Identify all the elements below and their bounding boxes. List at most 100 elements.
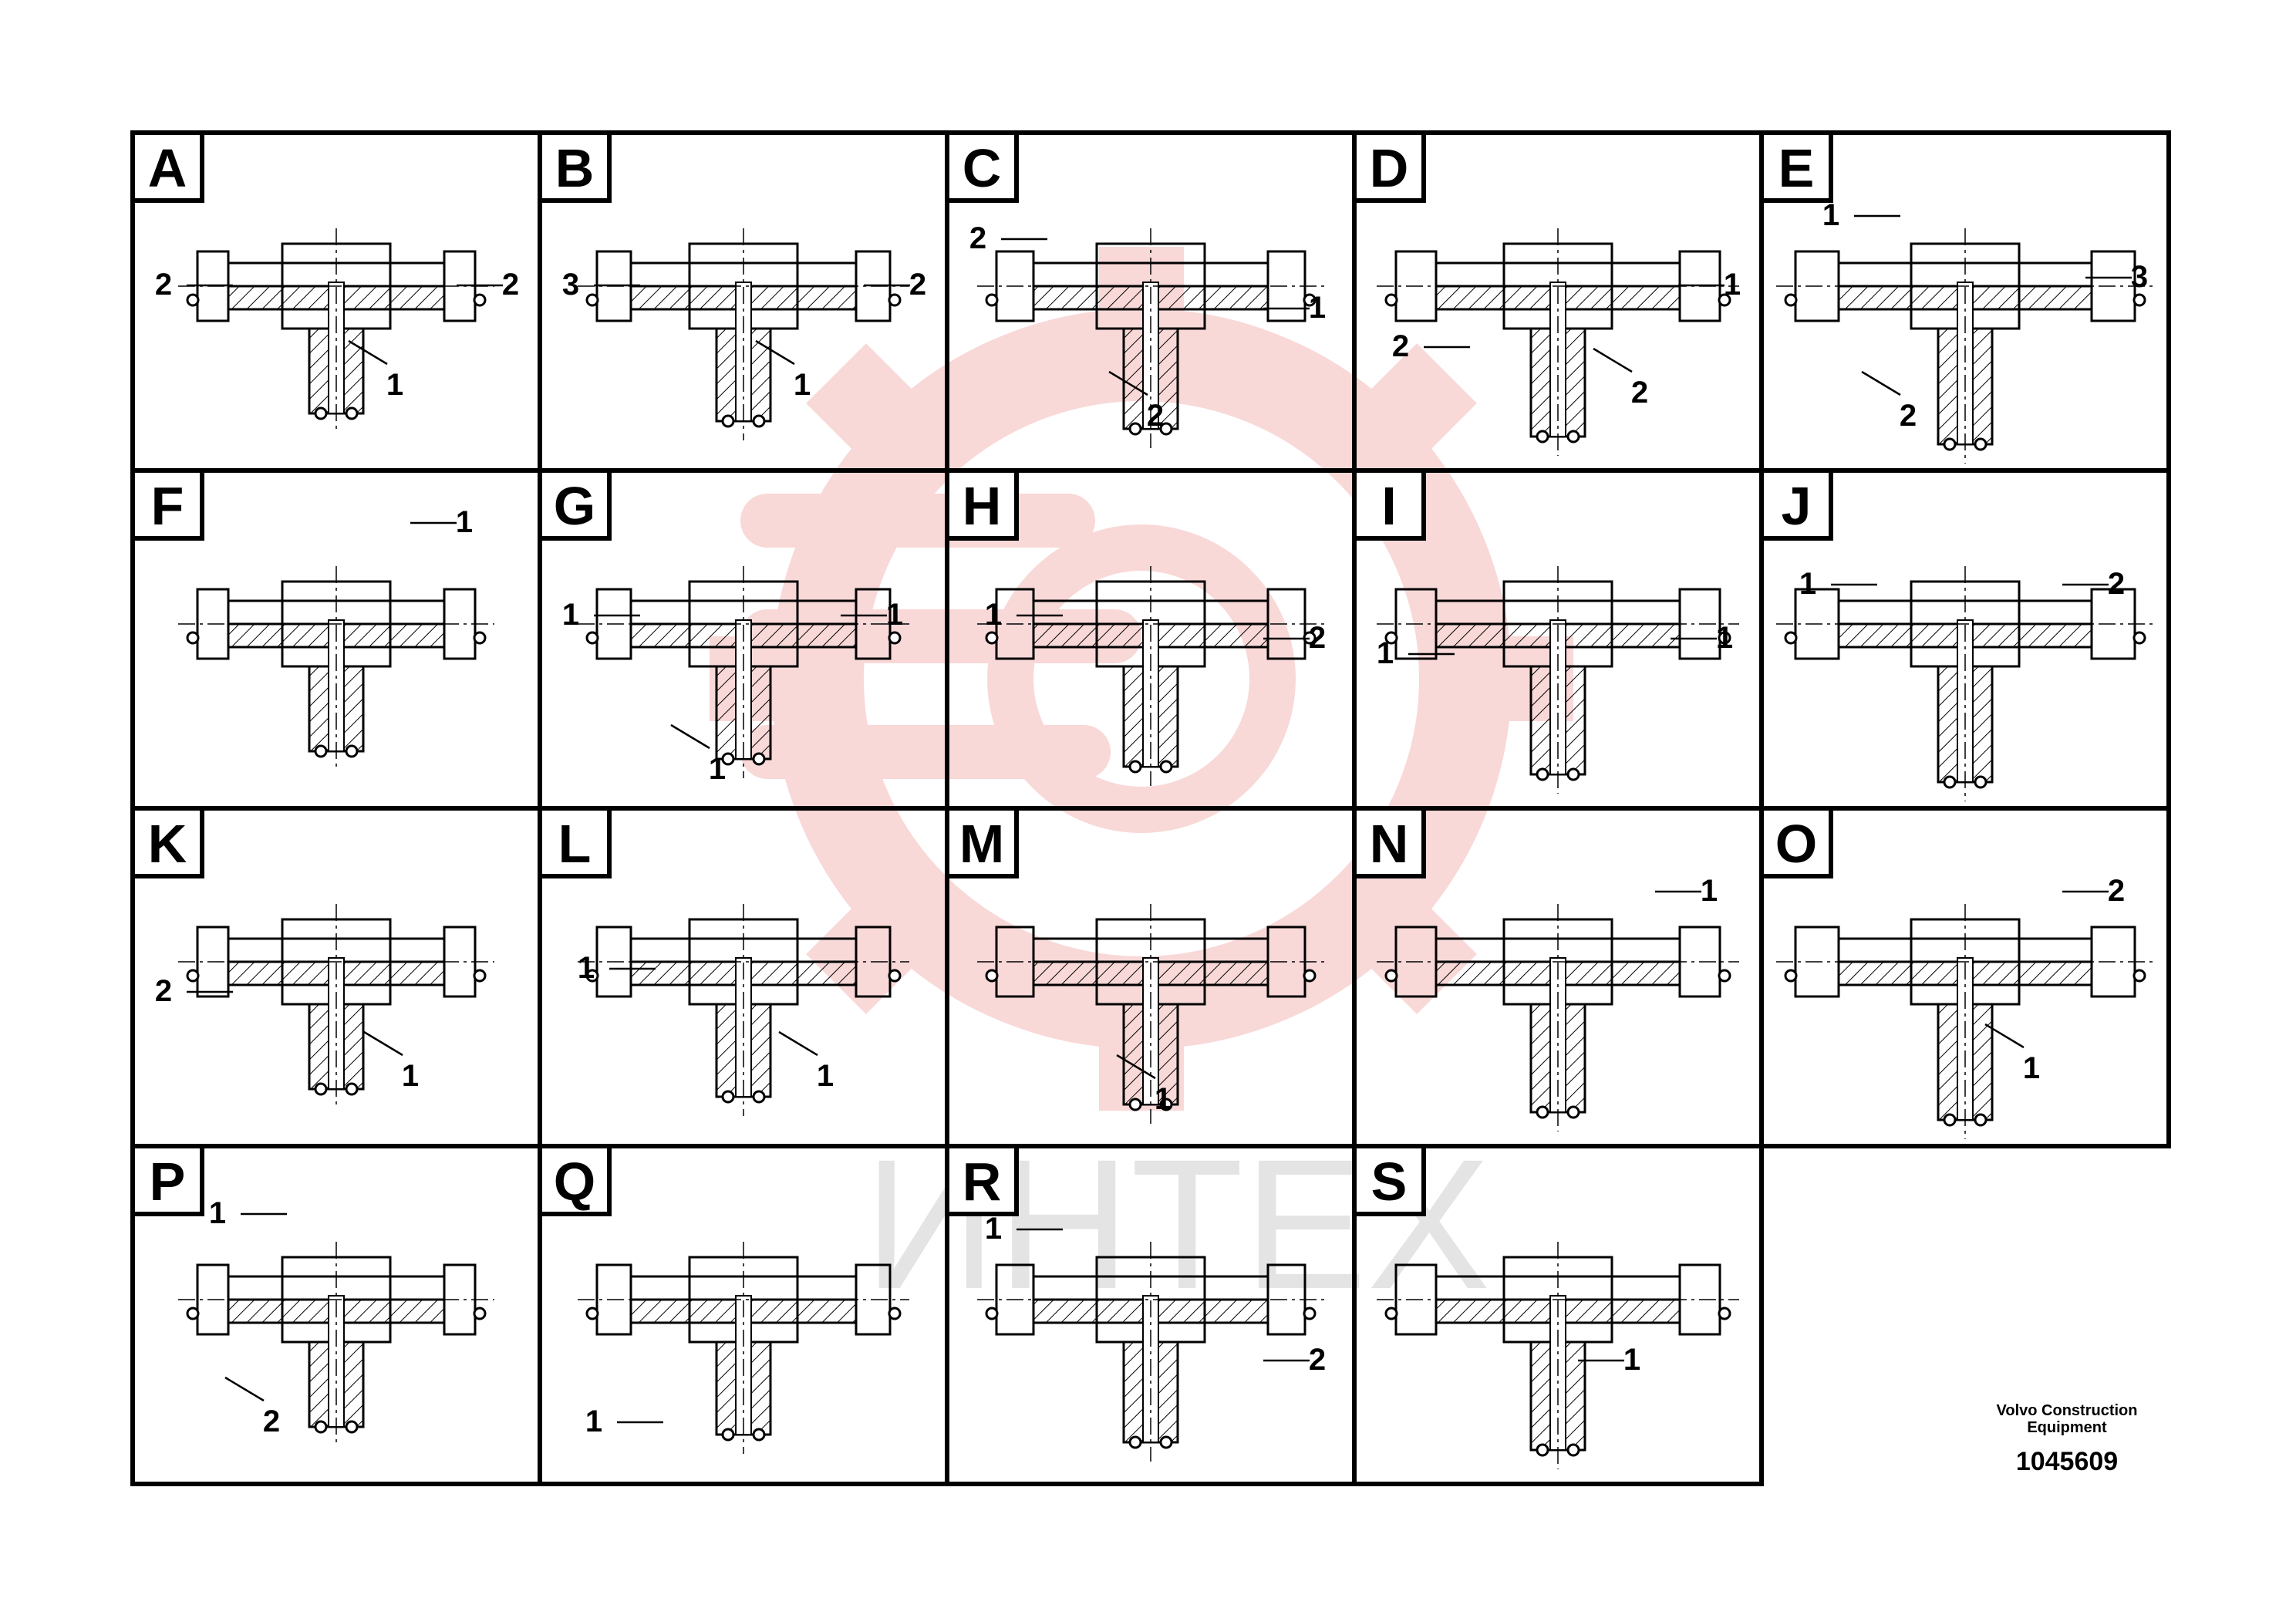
fitting-nut-left (196, 926, 230, 998)
cell-letter: B (555, 138, 595, 198)
o-ring (473, 969, 487, 983)
o-ring (1536, 767, 1549, 781)
o-ring (1303, 969, 1317, 983)
callout-leader (1984, 1023, 2025, 1049)
callout-number: 1 (1716, 621, 1733, 655)
o-ring (1974, 437, 1988, 451)
o-ring (1943, 775, 1957, 789)
fitting-drawing (977, 1242, 1324, 1462)
callout-number: 2 (2108, 874, 2125, 908)
callout-number: 1 (209, 1196, 226, 1230)
o-ring (585, 293, 599, 307)
part-number: 1045609 (2015, 1447, 2119, 1476)
callout-number: 1 (1155, 1082, 1172, 1116)
callout-number: 3 (2131, 260, 2148, 294)
o-ring (1566, 1105, 1580, 1119)
o-ring (1566, 430, 1580, 443)
o-ring (721, 1090, 735, 1104)
fitting-drawing (178, 904, 494, 1108)
o-ring (985, 631, 999, 645)
callout-number: 1 (985, 598, 1002, 632)
callout-number: 1 (1724, 268, 1741, 302)
cell-letter-box (538, 130, 612, 203)
cell-letter-box (1352, 130, 1426, 203)
o-ring (186, 631, 200, 645)
cell-letter: I (1381, 476, 1396, 536)
callout-number: 1 (1701, 874, 1718, 908)
o-ring (721, 414, 735, 428)
o-ring (345, 744, 359, 758)
cell-letter: E (1778, 138, 1815, 198)
cell-letter: G (554, 476, 595, 536)
fitting-drawing (578, 904, 909, 1116)
callout-number: 2 (969, 221, 986, 255)
o-ring (1974, 1113, 1988, 1127)
o-ring (1974, 775, 1988, 789)
callout-number: 2 (1309, 1343, 1326, 1377)
callout-number: 1 (585, 1404, 602, 1438)
fitting-drawing (578, 228, 909, 440)
callout-number: 2 (1900, 399, 1917, 433)
o-ring (1159, 1435, 1173, 1449)
o-ring (473, 631, 487, 645)
cell-letter-box (945, 468, 1019, 541)
fitting-nut-left (995, 250, 1035, 322)
o-ring (1384, 631, 1398, 645)
o-ring (721, 752, 735, 766)
fitting-drawing (1377, 1242, 1739, 1469)
callout-leader (755, 339, 795, 366)
callout-number: 1 (1309, 291, 1326, 325)
fitting-nut-left (995, 926, 1035, 998)
o-ring (985, 1307, 999, 1320)
callout-number: 2 (502, 268, 519, 302)
o-ring (186, 293, 200, 307)
o-ring (1536, 1443, 1549, 1457)
o-ring (1718, 1307, 1731, 1320)
o-ring (473, 1307, 487, 1320)
fitting-drawing (1776, 566, 2154, 801)
fitting-nut-left (196, 588, 230, 660)
cell-letter-box (1759, 806, 1833, 878)
fitting-cell-k: K21 (130, 806, 542, 1148)
cell-letter-box (538, 806, 612, 878)
o-ring (1128, 1435, 1142, 1449)
o-ring (1718, 631, 1731, 645)
cell-letter-box (130, 806, 204, 878)
callout-number: 1 (985, 1212, 1002, 1246)
o-ring (888, 969, 902, 983)
fitting-drawing (1377, 904, 1739, 1131)
callout-number: 2 (1631, 376, 1648, 410)
fitting-drawing (1776, 904, 2154, 1139)
fitting-cell-s: S1 (1352, 1144, 1764, 1486)
footer-label: Volvo Construction Equipment 1045609 (1974, 1402, 2159, 1477)
callout-number: 1 (817, 1059, 834, 1093)
callout-leader (1108, 370, 1148, 396)
o-ring (752, 1090, 766, 1104)
cell-letter: P (150, 1152, 186, 1212)
o-ring (1128, 1098, 1142, 1111)
o-ring (1384, 969, 1398, 983)
o-ring (345, 1420, 359, 1434)
o-ring (1784, 631, 1798, 645)
o-ring (1159, 1098, 1173, 1111)
callout-leader (348, 339, 388, 366)
fitting-drawing (178, 228, 494, 433)
cell-letter: R (963, 1152, 1002, 1212)
cell-frame (1352, 1144, 1764, 1486)
cell-letter-box (945, 806, 1019, 878)
fitting-drawing (1776, 228, 2154, 464)
o-ring (888, 631, 902, 645)
cell-letter-box (945, 1144, 1019, 1216)
o-ring (2132, 293, 2146, 307)
callout-number: 2 (2108, 567, 2125, 601)
o-ring (752, 1428, 766, 1442)
cell-letter-box (538, 1144, 612, 1216)
o-ring (1718, 969, 1731, 983)
callout-leader (670, 723, 710, 750)
callout-number: 1 (2023, 1051, 2040, 1085)
